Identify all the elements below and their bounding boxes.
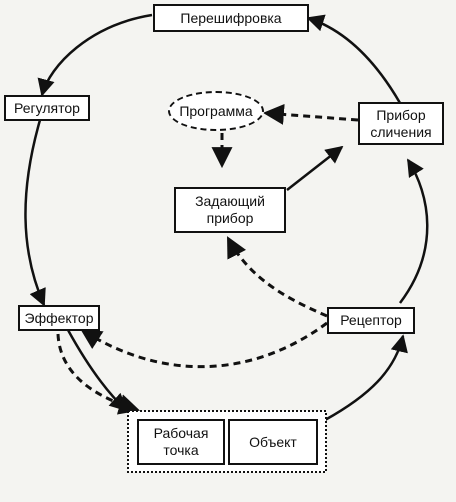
node-zadayushchiy-pribor-label: Задающий прибор (195, 193, 265, 226)
arrow-reshifrovka-to-regulator (37, 13, 153, 97)
node-programma: Программа (168, 91, 264, 131)
node-effektor-label: Эффектор (24, 309, 94, 326)
node-effektor: Эффектор (18, 305, 100, 331)
node-pribor-slicheniya: Прибор сличения (358, 102, 444, 145)
arrow-zadayushchiy-to-pribor (286, 145, 344, 191)
arrow-pribor-to-reshifrovka (306, 14, 402, 104)
arrow-retseptor-to-pribor (399, 158, 429, 304)
node-regulator-label: Регулятор (14, 99, 80, 116)
node-pribor-slicheniya-label: Прибор сличения (370, 106, 432, 140)
node-retseptor-label: Рецептор (340, 312, 402, 328)
node-retseptor: Рецептор (327, 307, 415, 334)
arrow-regulator-to-effektor (24, 119, 46, 307)
node-programma-label: Программа (179, 103, 253, 119)
node-reshifrovka-label: Перешифровка (180, 9, 282, 26)
arrow-retseptor-to-effektor (80, 321, 328, 369)
node-obekt: Объект (228, 419, 318, 465)
node-reshifrovka: Перешифровка (153, 4, 309, 32)
node-rabochaya-tochka-label: Рабочая точка (153, 425, 209, 458)
arrow-pribor-to-programma (262, 103, 359, 125)
arrow-object-to-retseptor (324, 334, 408, 422)
arrow-effektor-to-object-dashed (56, 333, 141, 415)
node-obekt-label: Объект (249, 433, 297, 450)
node-regulator: Регулятор (4, 95, 90, 121)
arrow-effektor-to-object (66, 329, 128, 412)
node-zadayushchiy-pribor: Задающий прибор (174, 187, 286, 233)
node-rabochaya-tochka: Рабочая точка (137, 419, 225, 465)
arrow-retseptor-to-zadayushchiy (226, 236, 328, 318)
